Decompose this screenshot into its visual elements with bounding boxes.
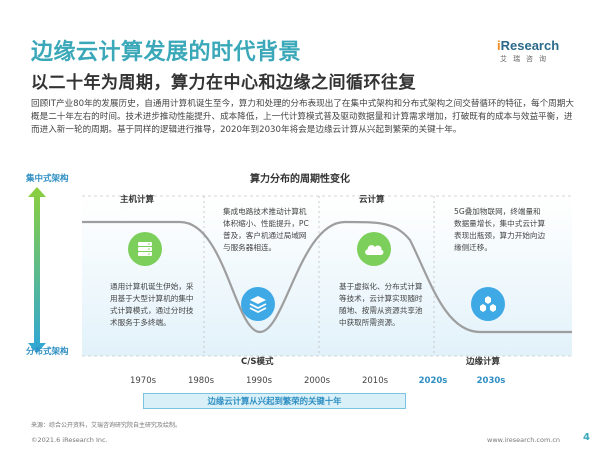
era-label-edge: 边缘计算	[466, 357, 501, 367]
intro-paragraph: 回顾IT产业80年的发展历史，自通用计算机诞生至今，算力和处理的分布表现出了在集…	[31, 99, 574, 135]
cloud-icon	[357, 232, 391, 266]
desc-edge: 5G叠加物联网，终端量和数据量增长，集中式云计算表现出瓶颈，算力开始向边缘侧迁移…	[454, 207, 546, 252]
decade-2030s: 2030s	[476, 376, 506, 386]
desc-mainframe: 通用计算机诞生伊始，采用基于大型计算机的集中式计算模式，通过分时技术服务于多终端…	[110, 282, 194, 327]
decade-1980s: 1980s	[187, 376, 215, 386]
decade-2010s: 2010s	[361, 376, 389, 386]
logo-research: Research	[500, 38, 560, 53]
computing-cycle-wave	[82, 220, 572, 334]
logo-wordmark: iResearch	[497, 38, 577, 53]
server-icon	[128, 232, 162, 266]
logo-chinese: 艾瑞咨询	[500, 55, 552, 63]
decade-2020s: 2020s	[418, 376, 448, 386]
page-subtitle: 以二十年为周期，算力在中心和边缘之间循环往复	[31, 73, 416, 93]
source-note: 来源：综合公开资料，艾瑞咨询研究院自主研究及绘制。	[31, 422, 182, 429]
logo-i: i	[497, 38, 501, 53]
desc-cs: 集成电路技术推动计算机体积缩小、性能提升，PC普及，客户机通过局域网与服务器相连…	[223, 207, 309, 252]
layers-icon	[241, 287, 275, 321]
era-label-cloud: 云计算	[359, 195, 385, 205]
axis-label-centralized: 集中式架构	[26, 174, 69, 184]
desc-cloud: 基于虚拟化、分布式计算等技术，云计算实现随时随地、按需从资源共享池中获取所需资源…	[339, 282, 423, 327]
vertical-axis-arrow	[28, 187, 46, 353]
copyright: ©2021.6 iResearch Inc.	[31, 436, 108, 444]
era-label-mainframe: 主机计算	[120, 195, 155, 205]
iresearch-logo: iResearch 艾瑞咨询	[497, 38, 577, 64]
axis-label-distributed: 分布式架构	[26, 347, 69, 357]
key-decade-banner: 边缘云计算从兴起到繁荣的关键十年	[143, 393, 406, 409]
website: www.iresearch.com.cn	[487, 436, 561, 444]
page-title: 边缘云计算发展的时代背景	[31, 40, 302, 65]
page-number: 4	[583, 432, 590, 443]
decade-2000s: 2000s	[303, 376, 331, 386]
decade-1970s: 1970s	[129, 376, 157, 386]
decade-1990s: 1990s	[245, 376, 273, 386]
chart-title: 算力分布的周期性变化	[250, 174, 350, 185]
era-label-cs: C/S模式	[241, 357, 274, 367]
hexagon-network-icon	[471, 287, 505, 321]
